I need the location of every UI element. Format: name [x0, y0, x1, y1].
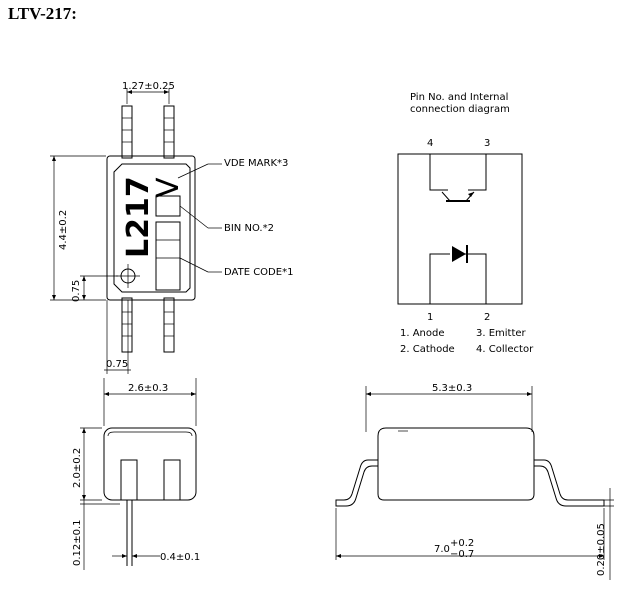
pin-bottom-left [121, 297, 133, 353]
dim-pin-offset: 0.75 [71, 280, 82, 302]
side-view: 2.6±0.3 2.0±0.2 0.12±0.1 0.4±0.1 [72, 378, 200, 570]
legend-cathode: 2. Cathode [400, 344, 455, 355]
connection-box [397, 153, 523, 305]
dim-lead: 0.4±0.1 [160, 552, 200, 563]
top-body-outer [106, 155, 196, 301]
dim-height: 2.0±0.2 [72, 448, 83, 488]
label-date-code: DATE CODE*1 [224, 267, 293, 278]
front-lead-left [335, 459, 378, 507]
date-box [155, 221, 181, 291]
front-body [377, 427, 535, 501]
top-view: L217 V VDE MARK*3 BIN NO.*2 DATE CODE*1 … [50, 81, 293, 374]
vde-mark: V [151, 177, 186, 198]
dim-body: 5.3±0.3 [432, 383, 472, 394]
dim-pitch: 1.27±0.25 [122, 81, 175, 92]
dim-total-plus: +0.2 [450, 538, 474, 549]
pin-label-1: 1 [427, 312, 433, 323]
side-body [103, 427, 197, 501]
dim-bottom: 0.75 [106, 359, 128, 370]
top-body-inner [113, 163, 191, 293]
page-title: LTV-217: [8, 4, 77, 23]
connection-title-line2: connection diagram [410, 104, 510, 115]
pin-label-4: 4 [427, 138, 433, 149]
dim-standoff: 0.12±0.1 [72, 519, 83, 566]
pin-bottom-right [163, 297, 175, 353]
side-lead-left [120, 459, 138, 501]
pin-label-2: 2 [484, 312, 490, 323]
side-lead-right [163, 459, 181, 501]
dim-thickness: 0.20±0.05 [596, 523, 607, 576]
legend-anode: 1. Anode [400, 328, 445, 339]
legend-emitter: 3. Emitter [476, 328, 527, 339]
pin-top-right [163, 105, 175, 159]
dim-total-main: 7.0 [434, 544, 450, 555]
dim-total-minus: −0.7 [450, 549, 474, 560]
label-bin-no: BIN NO.*2 [224, 223, 274, 234]
dim-length: 4.4±0.2 [58, 210, 69, 250]
connection-title-line1: Pin No. and Internal [410, 92, 508, 103]
dim-width: 2.6±0.3 [128, 383, 168, 394]
front-view: 5.3±0.3 7.0 +0.2 −0.7 0.20±0.05 [335, 383, 614, 580]
front-lead-right [534, 459, 605, 507]
pin-top-left [121, 105, 133, 159]
bin-box [155, 195, 181, 217]
label-vde-mark: VDE MARK*3 [224, 158, 288, 169]
legend-collector: 4. Collector [476, 344, 534, 355]
marking-text: L217 [121, 176, 156, 258]
connection-diagram: Pin No. and Internal connection diagram … [397, 92, 534, 355]
pin-label-3: 3 [484, 138, 490, 149]
